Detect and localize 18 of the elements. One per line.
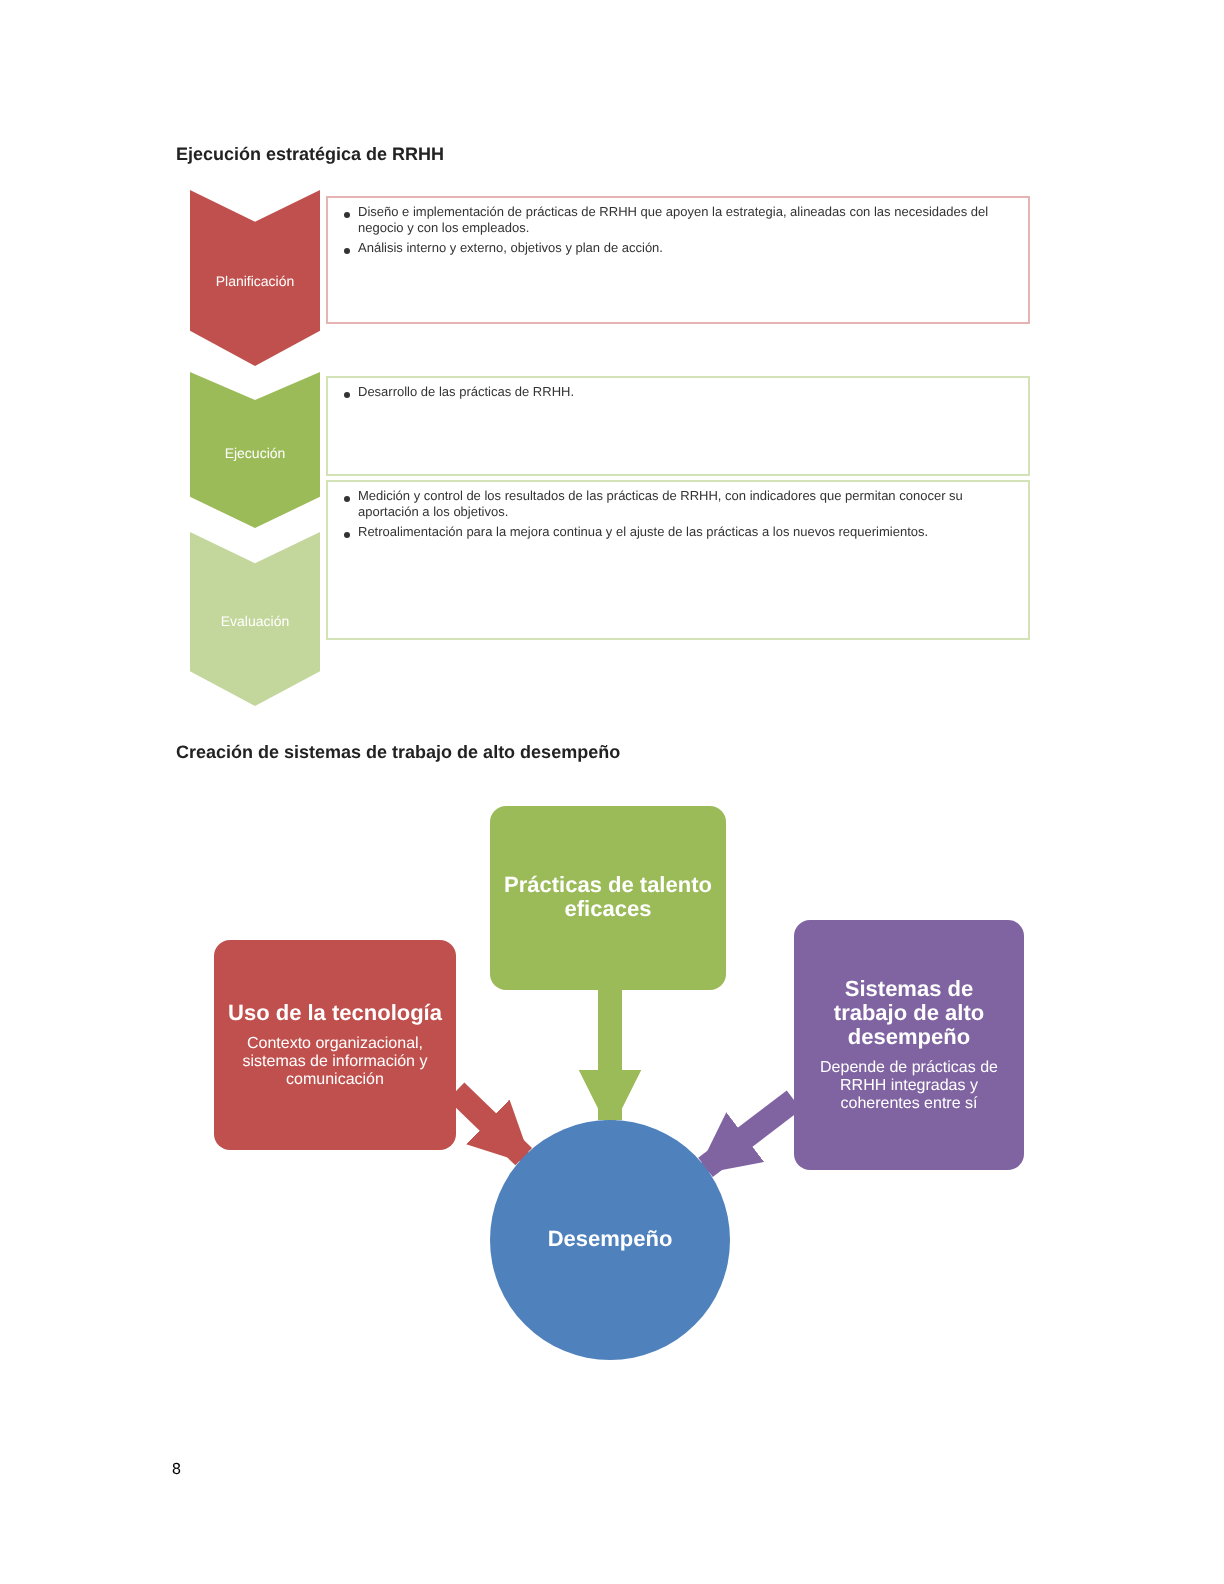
text-panel <box>326 376 1030 476</box>
box-description: Depende de prácticas de RRHH integradas y coherentes entre sí <box>818 1058 1000 1112</box>
chevron-shape <box>190 372 320 528</box>
rounded-box <box>794 920 1024 1170</box>
box-description: Contexto organizacional, sistemas de información y comunicación <box>240 1034 430 1088</box>
chevron-shape <box>190 190 320 366</box>
box-title: Uso de la tecnología <box>228 1002 442 1026</box>
box-title: Desempeño <box>547 1228 673 1252</box>
text-panel <box>326 480 1030 640</box>
heading: Creación de sistemas de trabajo de alto desempeño <box>176 742 623 762</box>
rounded-box <box>214 940 456 1150</box>
box-title: Prácticas de talento eficaces <box>502 874 714 922</box>
chevron-shape <box>190 532 320 706</box>
box-title: Sistemas de trabajo de alto desempeño <box>831 978 987 1050</box>
heading: Ejecución estratégica de RRHH <box>176 144 447 164</box>
text-panel <box>326 196 1030 324</box>
rounded-box <box>490 806 726 990</box>
page-number: 8 <box>172 1460 183 1478</box>
